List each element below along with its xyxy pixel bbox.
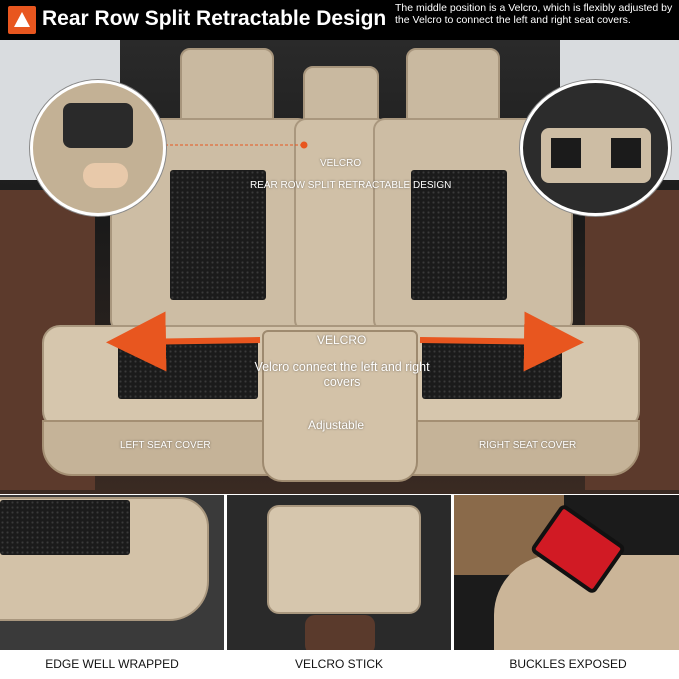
brand-triangle-icon (8, 6, 36, 34)
inset-rear-seat-preview (520, 80, 671, 216)
split-arrows (106, 141, 584, 372)
panel-edge-wrapped (0, 495, 224, 650)
header-bar: Rear Row Split Retractable Design The mi… (0, 0, 679, 40)
page-subtitle: The middle position is a Velcro, which i… (395, 2, 673, 26)
caption-bar (0, 650, 679, 679)
arrow-left (106, 311, 261, 372)
velcro-pointer-dot (300, 141, 308, 149)
headrest-left (180, 48, 274, 130)
main-seat-image: VELCRO REAR ROW SPLIT RETRACTABLE DESIGN… (0, 40, 679, 494)
caption-edge-wrapped: EDGE WELL WRAPPED (45, 657, 179, 671)
label-split-design: REAR ROW SPLIT RETRACTABLE DESIGN (250, 180, 452, 191)
caption-velcro-stick: VELCRO STICK (294, 657, 384, 671)
center-velcro-flap (262, 330, 418, 482)
backrest-right-mesh (411, 170, 507, 300)
backrest-left-mesh (170, 170, 266, 300)
caption-buckles-exposed: BUCKLES EXPOSED (509, 657, 627, 671)
backrest-right (373, 118, 573, 332)
arrow-right (419, 311, 584, 372)
page-title: Rear Row Split Retractable Design (42, 7, 387, 30)
label-velcro-connect: Velcro connect the left and right covers (254, 360, 430, 389)
panel-velcro-stick (227, 495, 451, 650)
label-adjustable: Adjustable (308, 418, 365, 432)
label-velcro-top: VELCRO (320, 158, 362, 169)
label-left-seat-cover: LEFT SEAT COVER (120, 440, 211, 451)
label-right-seat-cover: RIGHT SEAT COVER (479, 440, 577, 451)
inset-velcro-closeup (30, 80, 166, 216)
panel-buckles-exposed (454, 495, 679, 650)
label-velcro-center: VELCRO (317, 333, 367, 347)
